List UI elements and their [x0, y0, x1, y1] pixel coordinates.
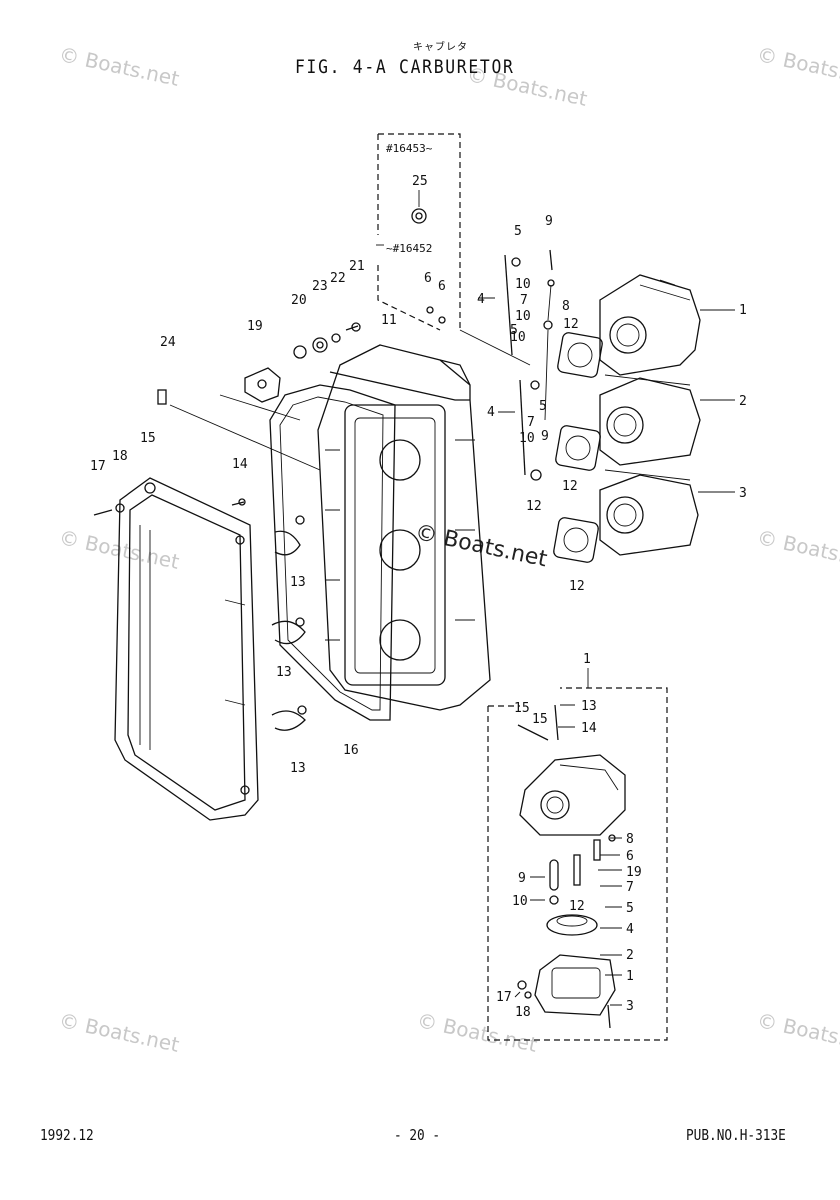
callout: 8	[626, 832, 634, 847]
intake-manifold	[317, 344, 491, 711]
callout: 10	[519, 431, 535, 446]
callout: 24	[160, 335, 176, 350]
callout: 21	[349, 259, 365, 274]
callout: 1	[626, 969, 634, 984]
callout: 11	[381, 313, 397, 328]
callout: 6	[424, 271, 432, 286]
callout: 6	[626, 849, 634, 864]
callout: 2	[739, 394, 747, 409]
callout: 13	[290, 575, 306, 590]
callout: 14	[232, 457, 248, 472]
serial-to-note: ~#16452	[386, 242, 432, 255]
callout: 6	[438, 279, 446, 294]
callout: 25	[412, 174, 428, 189]
serial-from-note: #16453~	[386, 142, 433, 155]
callout: 8	[562, 299, 570, 314]
figure-title: FIG. 4-A CARBURETOR	[295, 56, 515, 78]
callout: 5	[626, 901, 634, 916]
footer-publication-number: PUB.NO.H-313E	[686, 1126, 786, 1144]
callout: 17	[90, 459, 106, 474]
callout: 23	[312, 279, 328, 294]
callout: 4	[477, 292, 485, 307]
callout: 3	[739, 486, 747, 501]
callout: 4	[626, 922, 634, 937]
carburetor-stack	[459, 249, 701, 563]
callout: 1	[583, 652, 591, 667]
callout: 12	[526, 499, 542, 514]
callout: 20	[291, 293, 307, 308]
callout: 7	[520, 293, 528, 308]
callout: 12	[563, 317, 579, 332]
bracket-parts	[157, 322, 361, 471]
manifold-gasket	[269, 384, 396, 721]
callout: 15	[532, 712, 548, 727]
callout: 5	[510, 323, 518, 338]
callout: 9	[541, 429, 549, 444]
hose-clamps	[271, 515, 307, 731]
callout: 19	[247, 319, 263, 334]
callout: 5	[539, 399, 547, 414]
callout: 18	[112, 449, 128, 464]
callout: 16	[343, 743, 359, 758]
serial-range-box: #16453~ ~#16452	[376, 133, 461, 331]
callout: 17	[496, 990, 512, 1005]
callout: 13	[581, 699, 597, 714]
callout: 2	[626, 948, 634, 963]
detail-box-carburetor-1	[487, 668, 668, 1041]
callout: 19	[626, 865, 642, 880]
callout: 14	[581, 721, 597, 736]
footer-page-number: - 20 -	[394, 1126, 441, 1144]
callout: 15	[140, 431, 156, 446]
callout: 10	[512, 894, 528, 909]
callout: 7	[527, 415, 535, 430]
callout: 7	[626, 880, 634, 895]
figure-subtitle: キャブレタ	[413, 42, 468, 53]
callout: 15	[514, 701, 530, 716]
callout: 22	[330, 271, 346, 286]
callouts-upper: 25 9 5 6 6 21 22 23 20 19 24 11 4 10 7 8…	[90, 174, 747, 776]
callout: 9	[545, 214, 553, 229]
footer-date: 1992.12	[40, 1126, 94, 1144]
callouts-lower: 1 15 15 13 14 8 6 19 7 5 4 2 1 3 9 10 12…	[496, 652, 642, 1020]
callout: 13	[276, 665, 292, 680]
callout: 18	[515, 1005, 531, 1020]
callout: 10	[515, 309, 531, 324]
callout: 12	[569, 899, 585, 914]
callout: 12	[562, 479, 578, 494]
callout: 4	[487, 405, 495, 420]
callout: 1	[739, 303, 747, 318]
callout: 10	[510, 330, 526, 345]
callout: 3	[626, 999, 634, 1014]
callout: 9	[518, 871, 526, 886]
callout: 10	[515, 277, 531, 292]
callout: 5	[514, 224, 522, 239]
leader-lines	[478, 297, 735, 1006]
callout: 12	[569, 579, 585, 594]
silencer-cover	[93, 477, 259, 821]
callout: 13	[290, 761, 306, 776]
